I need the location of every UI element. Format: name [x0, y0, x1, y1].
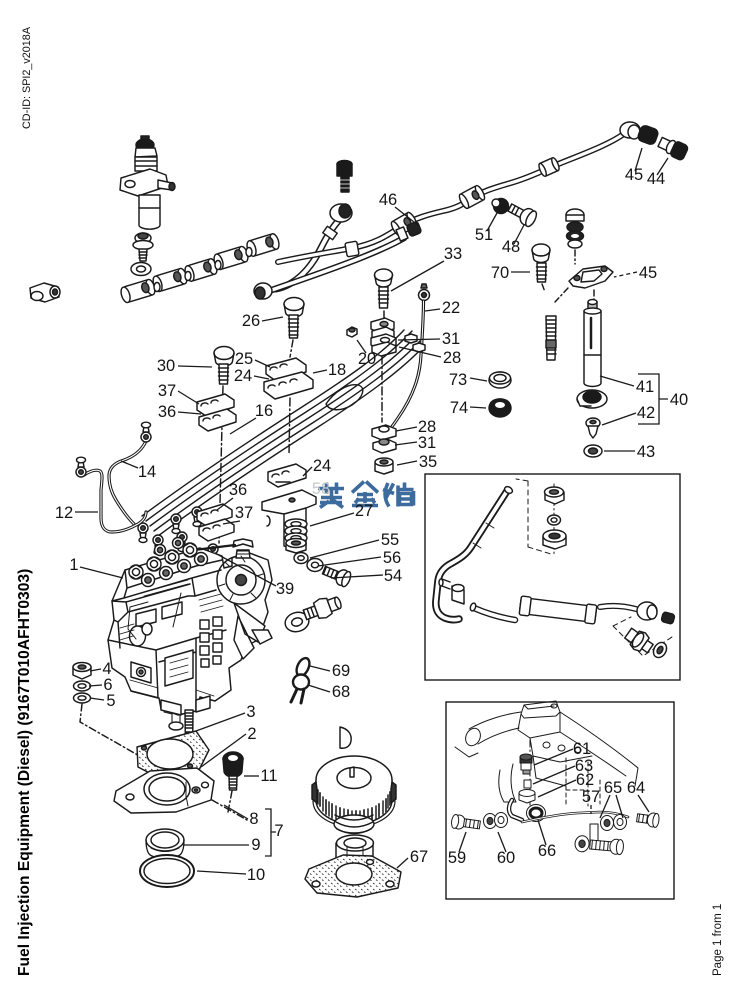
svg-text:20: 20 [358, 350, 376, 368]
svg-text:44: 44 [647, 170, 665, 188]
svg-text:3: 3 [246, 703, 255, 721]
svg-text:51: 51 [475, 226, 493, 244]
svg-text:59: 59 [448, 849, 466, 867]
svg-text:40: 40 [670, 391, 688, 409]
svg-text:28: 28 [418, 418, 436, 436]
svg-text:6: 6 [103, 676, 112, 694]
svg-text:7: 7 [274, 822, 283, 840]
svg-text:26: 26 [242, 312, 260, 330]
svg-text:8: 8 [249, 810, 258, 828]
svg-text:33: 33 [444, 245, 462, 263]
svg-text:2: 2 [247, 725, 256, 743]
svg-text:55: 55 [381, 531, 399, 549]
svg-text:70: 70 [491, 264, 509, 282]
svg-text:31: 31 [442, 330, 460, 348]
svg-text:46: 46 [379, 191, 397, 209]
svg-text:4: 4 [102, 660, 111, 678]
svg-text:62: 62 [576, 771, 594, 789]
svg-text:5: 5 [106, 692, 115, 710]
svg-text:73: 73 [449, 371, 467, 389]
svg-text:58: 58 [312, 480, 330, 498]
svg-text:35: 35 [419, 453, 437, 471]
svg-text:Fuel Injection Equipment (Dies: Fuel Injection Equipment (Diesel) (9167T… [16, 569, 33, 976]
svg-text:45: 45 [625, 166, 643, 184]
svg-text:9: 9 [251, 836, 260, 854]
svg-text:74: 74 [450, 399, 468, 417]
svg-text:36: 36 [229, 481, 247, 499]
svg-text:18: 18 [328, 361, 346, 379]
svg-text:37: 37 [158, 382, 176, 400]
svg-text:48: 48 [502, 238, 520, 256]
svg-text:14: 14 [138, 463, 156, 481]
svg-text:69: 69 [332, 662, 350, 680]
svg-text:16: 16 [255, 402, 273, 420]
svg-text:67: 67 [410, 848, 428, 866]
svg-text:31: 31 [418, 434, 436, 452]
svg-text:12: 12 [55, 504, 73, 522]
svg-text:11: 11 [260, 767, 277, 785]
svg-text:37: 37 [235, 504, 253, 522]
svg-text:42: 42 [637, 404, 655, 422]
svg-text:27: 27 [355, 502, 373, 520]
svg-text:22: 22 [442, 299, 460, 317]
svg-text:CD-ID: SPI2_v2018A: CD-ID: SPI2_v2018A [21, 26, 33, 129]
svg-text:1: 1 [69, 556, 78, 574]
svg-text:45: 45 [639, 264, 657, 282]
svg-text:63: 63 [575, 757, 593, 775]
svg-text:30: 30 [157, 357, 175, 375]
svg-text:65: 65 [604, 779, 622, 797]
svg-text:24: 24 [234, 367, 252, 385]
svg-text:60: 60 [497, 849, 515, 867]
svg-text:10: 10 [247, 866, 265, 884]
svg-text:68: 68 [332, 683, 350, 701]
svg-text:54: 54 [384, 567, 402, 585]
svg-text:64: 64 [627, 779, 645, 797]
svg-text:57: 57 [582, 788, 600, 806]
svg-text:36: 36 [158, 403, 176, 421]
svg-text:39: 39 [276, 580, 294, 598]
svg-text:43: 43 [637, 443, 655, 461]
svg-text:24: 24 [313, 457, 331, 475]
svg-text:Page 1 from 1: Page 1 from 1 [712, 904, 724, 976]
svg-text:25: 25 [235, 350, 253, 368]
svg-text:28: 28 [443, 349, 461, 367]
svg-text:41: 41 [636, 378, 654, 396]
svg-text:56: 56 [383, 549, 401, 567]
svg-text:61: 61 [573, 740, 591, 758]
svg-text:66: 66 [538, 842, 556, 860]
